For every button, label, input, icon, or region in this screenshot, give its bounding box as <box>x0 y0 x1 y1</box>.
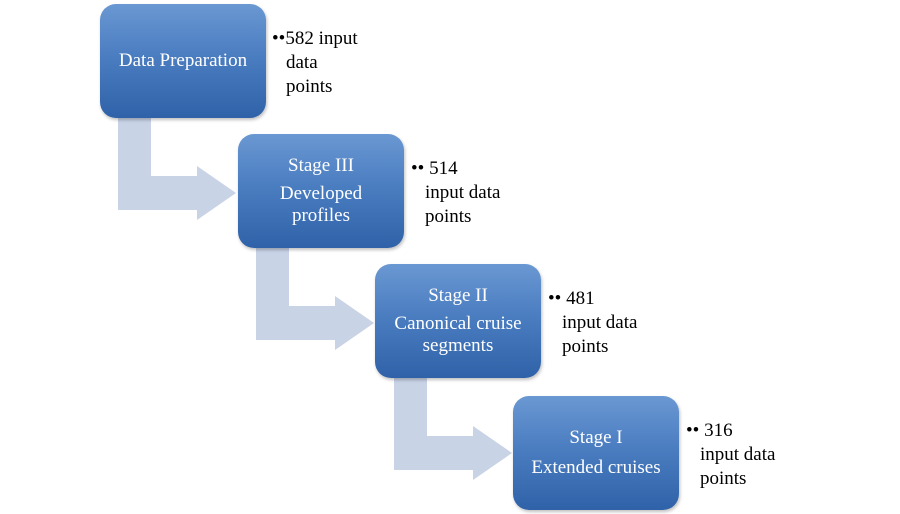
note-line-3: points <box>562 336 609 357</box>
stage-ii-box: Stage II Canonical cruise segments <box>375 264 541 378</box>
note-line-1: 481 <box>566 288 595 309</box>
stage-i-note: •• 316 input data points <box>686 419 775 491</box>
note-line-1: 514 <box>429 158 458 179</box>
box-label-line: segments <box>422 335 494 356</box>
note-line-3: points <box>425 206 472 227</box>
box-label-line: Extended cruises <box>531 457 661 478</box>
data-preparation-box: Data Preparation <box>100 4 266 118</box>
stage-iii-box: Stage III Developed profiles <box>238 134 404 248</box>
note-bullet: •• <box>686 420 705 441</box>
note-bullet: •• <box>272 28 286 49</box>
note-line-2: data <box>286 52 318 73</box>
data-preparation-note: ••582 input data points <box>272 27 358 99</box>
stage-ii-note: •• 481 input data points <box>548 287 637 359</box>
note-bullet: •• <box>548 288 567 309</box>
box-label-line: Developed <box>279 183 363 204</box>
note-bullet: •• <box>411 158 430 179</box>
note-line-1: 316 <box>704 420 733 441</box>
box-label-line: profiles <box>291 205 351 226</box>
note-line-1: 582 input <box>285 28 358 49</box>
note-line-3: points <box>700 468 747 489</box>
box-title: Stage III <box>288 155 354 176</box>
bent-arrow-1 <box>118 118 236 220</box>
box-title: Stage II <box>428 285 488 306</box>
bent-arrow-2 <box>256 248 374 350</box>
stage-i-box: Stage I Extended cruises <box>513 396 679 510</box>
box-label-line: Data Preparation <box>118 50 248 71</box>
box-label-line: Canonical cruise <box>394 313 522 334</box>
note-line-2: input data <box>425 182 501 203</box>
note-line-3: points <box>286 76 333 97</box>
note-line-2: input data <box>562 312 638 333</box>
bent-arrow-3 <box>394 378 512 480</box>
note-line-2: input data <box>700 444 776 465</box>
stage-iii-note: •• 514 input data points <box>411 157 500 229</box>
box-title: Stage I <box>569 427 623 448</box>
